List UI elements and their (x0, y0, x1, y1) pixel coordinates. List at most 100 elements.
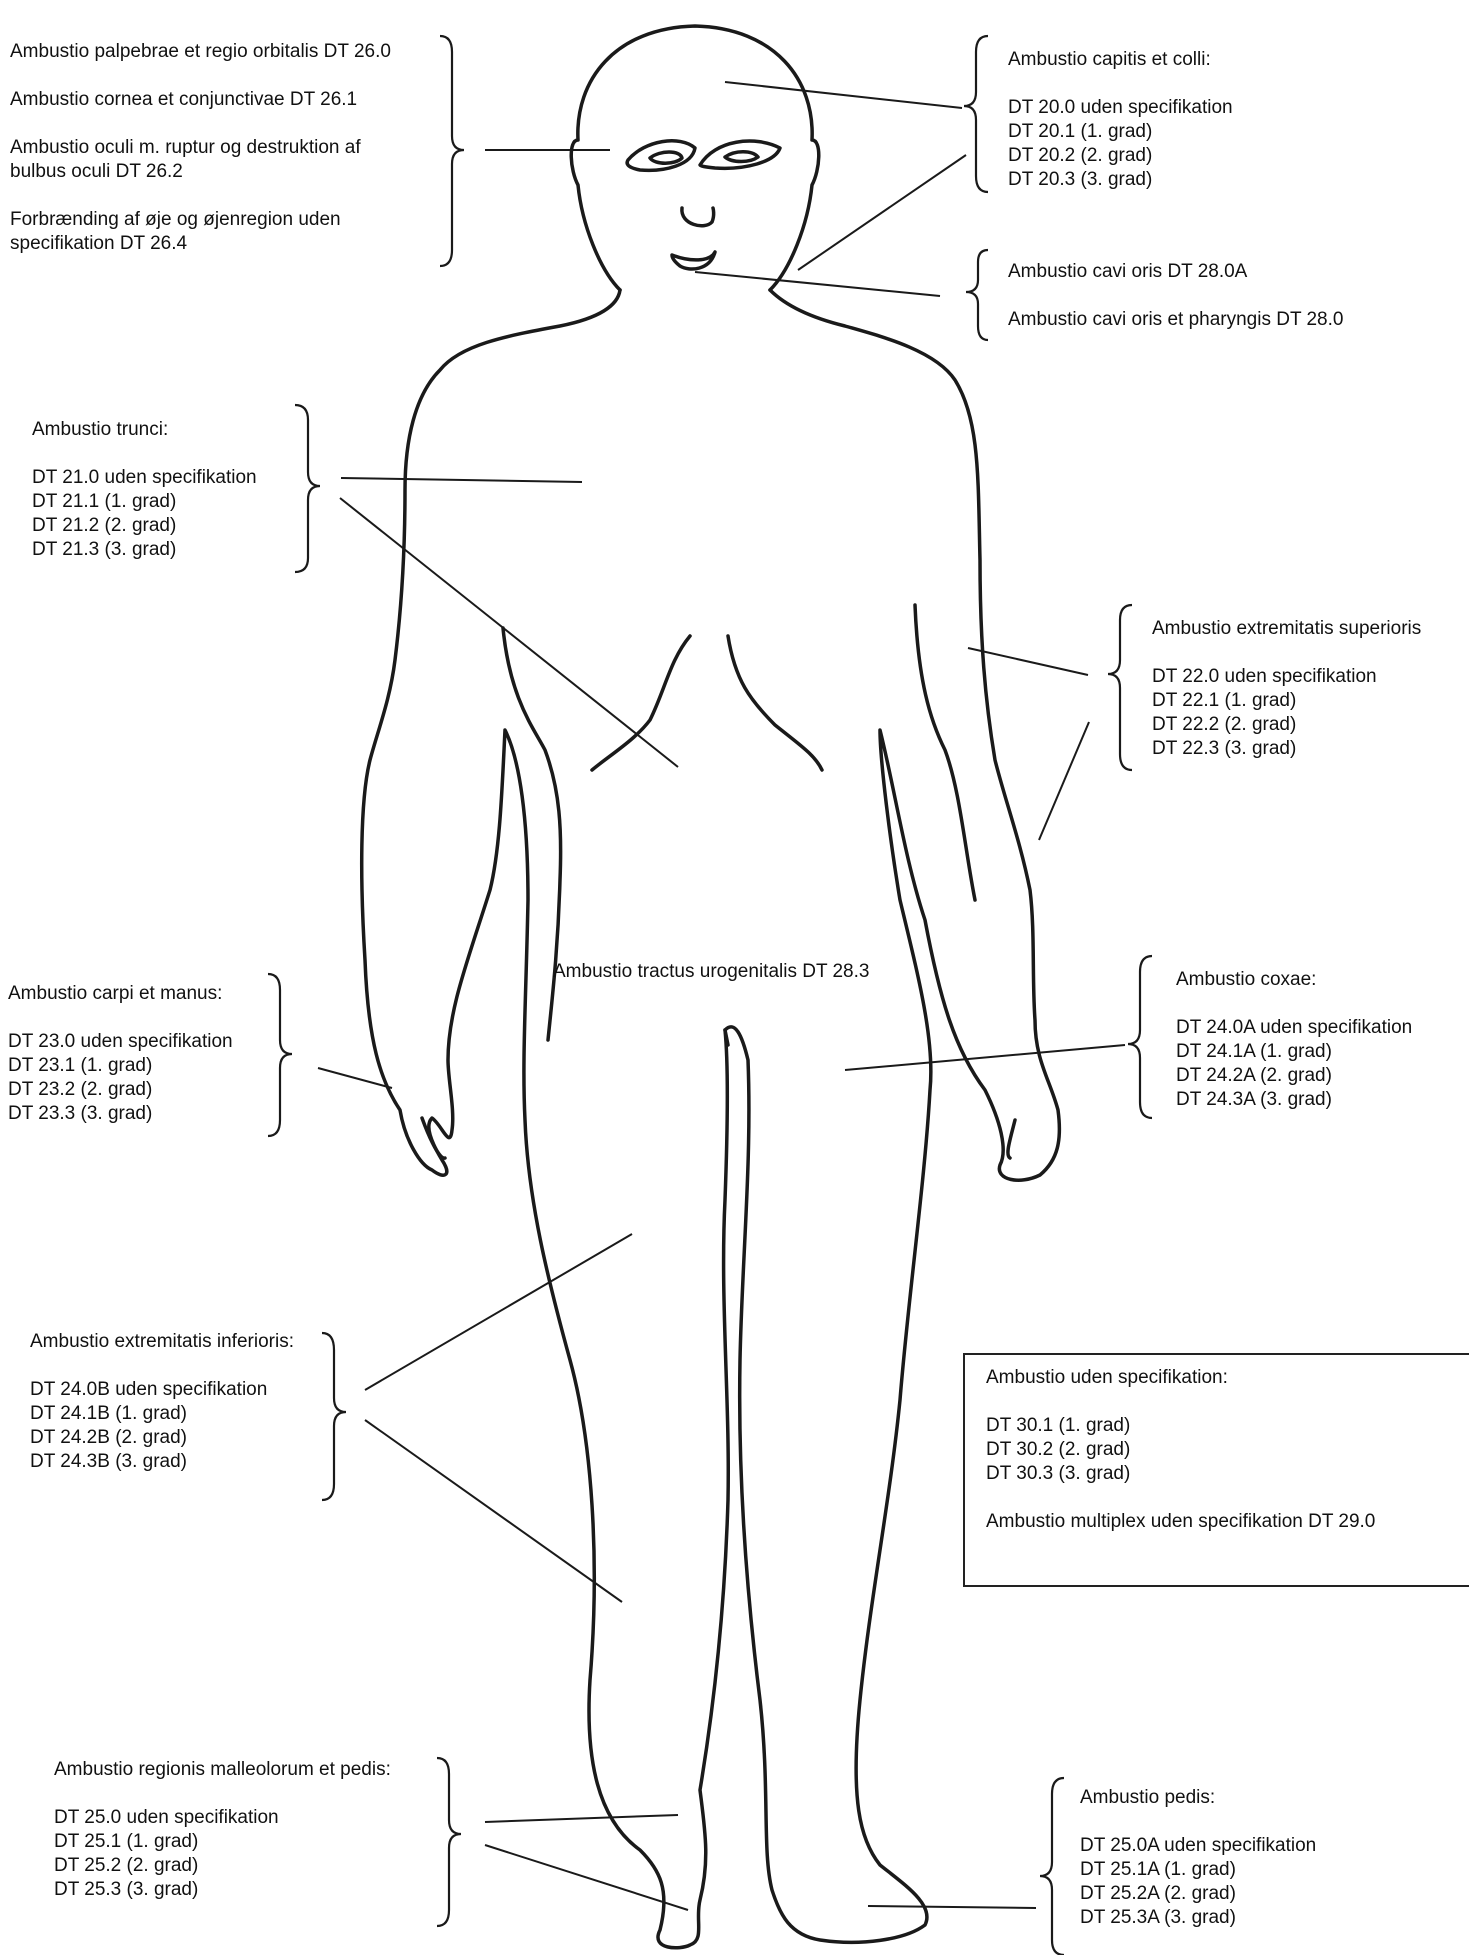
trunk-line-3: DT 21.2 (2. grad) (32, 514, 257, 538)
mouth (672, 252, 715, 269)
hand-line-2: DT 23.1 (1. grad) (8, 1054, 233, 1078)
label-foot: Ambustio pedis: DT 25.0A uden specifikat… (1080, 1786, 1316, 1930)
label-eye: Ambustio palpebrae et regio orbitalis DT… (10, 40, 430, 256)
ankle-line-1: DT 25.0 uden specifikation (54, 1806, 391, 1830)
urogenital-text: Ambustio tractus urogenitalis DT 28.3 (553, 960, 869, 984)
trunk-line-2: DT 21.1 (1. grad) (32, 490, 257, 514)
mouth-line-1: Ambustio cavi oris DT 28.0A (1008, 260, 1343, 284)
eye-line-1: Ambustio palpebrae et regio orbitalis DT… (10, 40, 430, 64)
hand-line-4: DT 23.3 (3. grad) (8, 1102, 233, 1126)
brace-ankle (437, 1758, 461, 1926)
leader-mouth (695, 272, 940, 296)
unspecified-line-2: DT 30.2 (2. grad) (986, 1438, 1375, 1462)
head-line-1: DT 20.0 uden specifikation (1008, 96, 1233, 120)
ankle-line-2: DT 25.1 (1. grad) (54, 1830, 391, 1854)
leader-upper-limb-1 (968, 648, 1088, 675)
right-chest-line (728, 636, 822, 770)
foot-line-1: DT 25.0A uden specifikation (1080, 1834, 1316, 1858)
leader-hip (845, 1045, 1125, 1070)
right-eye-pupil (725, 152, 758, 162)
trunk-line-1: DT 21.0 uden specifikation (32, 466, 257, 490)
label-ankle: Ambustio regionis malleolorum et pedis: … (54, 1758, 391, 1902)
brace-lower-limb (322, 1333, 346, 1500)
right-inner-arm-line (915, 605, 975, 900)
left-eye (627, 141, 695, 171)
ankle-title: Ambustio regionis malleolorum et pedis: (54, 1758, 391, 1782)
ankle-line-3: DT 25.2 (2. grad) (54, 1854, 391, 1878)
upper-limb-line-4: DT 22.3 (3. grad) (1152, 737, 1468, 761)
leader-trunk-2 (340, 498, 678, 767)
label-head: Ambustio capitis et colli: DT 20.0 uden … (1008, 48, 1233, 192)
lower-limb-line-2: DT 24.1B (1. grad) (30, 1402, 294, 1426)
hip-line-4: DT 24.3A (3. grad) (1176, 1088, 1412, 1112)
hand-line-1: DT 23.0 uden specifikation (8, 1030, 233, 1054)
upper-limb-line-2: DT 22.1 (1. grad) (1152, 689, 1468, 713)
brace-foot (1040, 1778, 1064, 1955)
leader-lower-limb-1 (365, 1234, 632, 1390)
left-eye-pupil (650, 152, 682, 163)
brace-trunk (295, 405, 320, 572)
label-upper-limb: Ambustio extremitatis superioris DT 22.0… (1152, 617, 1468, 761)
body-outline (362, 290, 1060, 1948)
foot-title: Ambustio pedis: (1080, 1786, 1316, 1810)
label-hand: Ambustio carpi et manus: DT 23.0 uden sp… (8, 982, 233, 1126)
eye-line-3: Ambustio oculi m. ruptur og destruktion … (10, 136, 410, 184)
left-chest-line (592, 636, 690, 770)
unspecified-footer: Ambustio multiplex uden specifikation DT… (986, 1510, 1375, 1534)
foot-line-3: DT 25.2A (2. grad) (1080, 1882, 1316, 1906)
leader-trunk-1 (341, 478, 582, 482)
head-line-2: DT 20.1 (1. grad) (1008, 120, 1233, 144)
hand-line-3: DT 23.2 (2. grad) (8, 1078, 233, 1102)
leader-head-2 (798, 155, 966, 270)
lower-limb-line-3: DT 24.2B (2. grad) (30, 1426, 294, 1450)
lower-limb-line-4: DT 24.3B (3. grad) (30, 1450, 294, 1474)
leader-upper-limb-2 (1039, 722, 1089, 840)
head-line-3: DT 20.2 (2. grad) (1008, 144, 1233, 168)
upper-limb-title: Ambustio extremitatis superioris (1152, 617, 1468, 641)
left-inner-arm-line (503, 628, 561, 1040)
unspecified-line-3: DT 30.3 (3. grad) (986, 1462, 1375, 1486)
leader-head-1 (725, 82, 962, 108)
head-line-4: DT 20.3 (3. grad) (1008, 168, 1233, 192)
foot-line-2: DT 25.1A (1. grad) (1080, 1858, 1316, 1882)
label-urogenital: Ambustio tractus urogenitalis DT 28.3 (553, 960, 869, 984)
head-outline (571, 26, 819, 290)
unspecified-title: Ambustio uden specifikation: (986, 1366, 1375, 1390)
right-eye (700, 141, 780, 168)
mouth-line-2: Ambustio cavi oris et pharyngis DT 28.0 (1008, 308, 1343, 332)
lower-limb-line-1: DT 24.0B uden specifikation (30, 1378, 294, 1402)
nose (682, 208, 714, 226)
hip-line-1: DT 24.0A uden specifikation (1176, 1016, 1412, 1040)
left-hand-gap (422, 1118, 445, 1158)
leader-foot (868, 1906, 1036, 1908)
hip-line-3: DT 24.2A (2. grad) (1176, 1064, 1412, 1088)
brace-mouth (966, 250, 988, 340)
brace-upper-limb (1108, 605, 1132, 770)
label-lower-limb: Ambustio extremitatis inferioris: DT 24.… (30, 1330, 294, 1474)
right-hand-gap (1008, 1120, 1015, 1158)
upper-limb-line-1: DT 22.0 uden specifikation (1152, 665, 1468, 689)
eye-line-2: Ambustio cornea et conjunctivae DT 26.1 (10, 88, 430, 112)
head-title: Ambustio capitis et colli: (1008, 48, 1233, 72)
trunk-line-4: DT 21.3 (3. grad) (32, 538, 257, 562)
unspecified-line-1: DT 30.1 (1. grad) (986, 1414, 1375, 1438)
upper-limb-line-3: DT 22.2 (2. grad) (1152, 713, 1468, 737)
ankle-line-4: DT 25.3 (3. grad) (54, 1878, 391, 1902)
hip-line-2: DT 24.1A (1. grad) (1176, 1040, 1412, 1064)
label-hip: Ambustio coxae: DT 24.0A uden specifikat… (1176, 968, 1412, 1112)
brace-head (964, 36, 988, 192)
hip-title: Ambustio coxae: (1176, 968, 1412, 992)
label-trunk: Ambustio trunci: DT 21.0 uden specifikat… (32, 418, 257, 562)
leader-ankle-2 (485, 1845, 688, 1910)
brace-hip (1128, 956, 1152, 1118)
leader-lower-limb-2 (365, 1420, 622, 1602)
trunk-title: Ambustio trunci: (32, 418, 257, 442)
foot-line-4: DT 25.3A (3. grad) (1080, 1906, 1316, 1930)
brace-eye (440, 36, 464, 266)
brace-hand (268, 974, 292, 1136)
label-unspecified: Ambustio uden specifikation: DT 30.1 (1.… (986, 1366, 1375, 1534)
leader-ankle-1 (485, 1815, 678, 1822)
eye-line-4: Forbrænding af øje og øjenregion uden sp… (10, 208, 390, 256)
hand-title: Ambustio carpi et manus: (8, 982, 233, 1006)
